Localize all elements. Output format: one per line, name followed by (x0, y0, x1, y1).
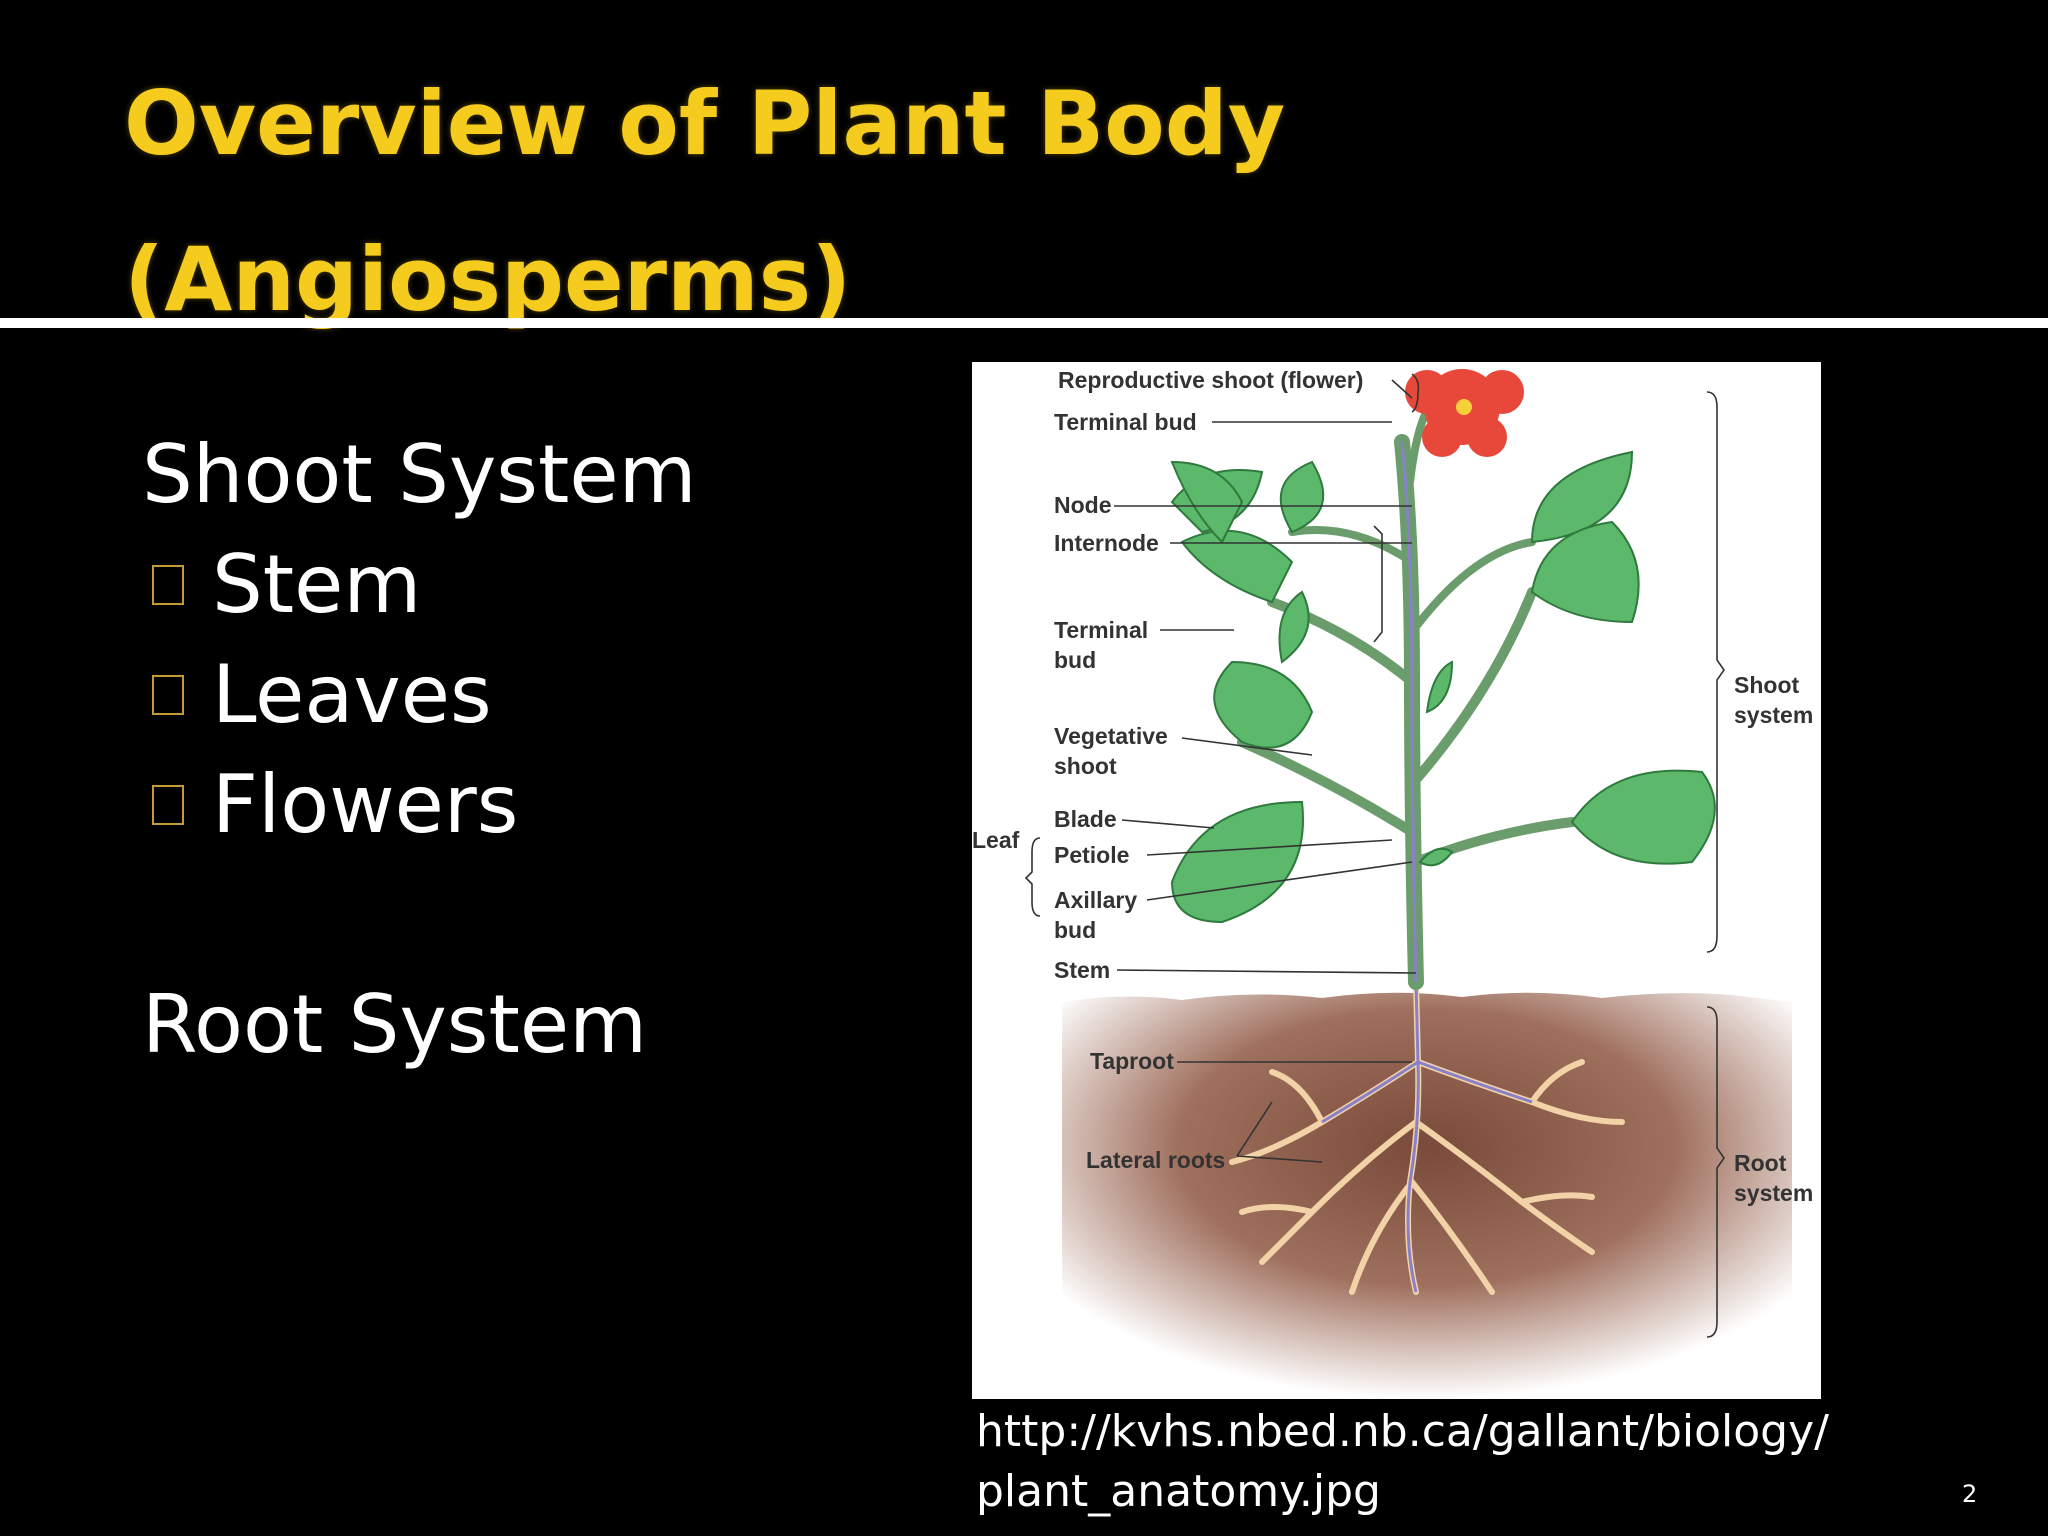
bullet-item-label: Stem (212, 530, 421, 640)
shoot-system-heading: Shoot System (142, 420, 697, 530)
bullet-item-label: Flowers (212, 750, 518, 860)
leaves-drawing (1172, 452, 1715, 922)
label-axillary-b: bud (1054, 917, 1096, 943)
label-axillary-a: Axillary (1054, 887, 1137, 913)
bullet-item-label: Leaves (212, 640, 492, 750)
bullet-item-leaves: Leaves (142, 640, 697, 750)
source-line-2: plant_anatomy.jpg (976, 1462, 1829, 1522)
slide-title: Overview of Plant Body (Angiosperms) (124, 46, 1424, 358)
label-node: Node (1054, 492, 1112, 518)
bullet-box-icon (152, 675, 184, 715)
label-taproot: Taproot (1090, 1048, 1174, 1074)
bullet-item-flowers: Flowers (142, 750, 697, 860)
label-stem: Stem (1054, 957, 1110, 983)
source-line-1: http://kvhs.nbed.nb.ca/gallant/biology/ (976, 1402, 1829, 1462)
label-root-system-b: system (1734, 1180, 1813, 1206)
bullet-box-icon (152, 565, 184, 605)
label-vegetative-a: Vegetative (1054, 723, 1168, 749)
flower-drawing (1405, 369, 1524, 457)
label-terminal-bud-a: Terminal (1054, 617, 1148, 643)
plant-diagram: Reproductive shoot (flower) Terminal bud… (972, 362, 1821, 1399)
page-number: 2 (1962, 1480, 1977, 1508)
image-source-link[interactable]: http://kvhs.nbed.nb.ca/gallant/biology/ … (976, 1402, 1829, 1522)
title-line-2: (Angiosperms) (124, 202, 1424, 358)
label-internode: Internode (1054, 530, 1159, 556)
root-system-heading: Root System (142, 970, 697, 1080)
label-lateral-roots: Lateral roots (1086, 1147, 1225, 1173)
label-terminal-bud-b: bud (1054, 647, 1096, 673)
bullet-box-icon (152, 785, 184, 825)
bullet-list: Shoot System Stem Leaves Flowers Root Sy… (142, 420, 697, 1080)
label-leaf: Leaf (972, 827, 1020, 853)
label-blade: Blade (1054, 806, 1117, 832)
plant-anatomy-figure: Reproductive shoot (flower) Terminal bud… (972, 362, 1821, 1399)
label-shoot-system-b: system (1734, 702, 1813, 728)
label-reproductive-shoot: Reproductive shoot (flower) (1058, 367, 1363, 393)
title-divider (0, 318, 2048, 328)
label-root-system-a: Root (1734, 1150, 1787, 1176)
label-terminal-bud-top: Terminal bud (1054, 409, 1197, 435)
title-line-1: Overview of Plant Body (124, 46, 1424, 202)
label-vegetative-b: shoot (1054, 753, 1117, 779)
label-shoot-system-a: Shoot (1734, 672, 1799, 698)
bullet-item-stem: Stem (142, 530, 697, 640)
label-petiole: Petiole (1054, 842, 1129, 868)
